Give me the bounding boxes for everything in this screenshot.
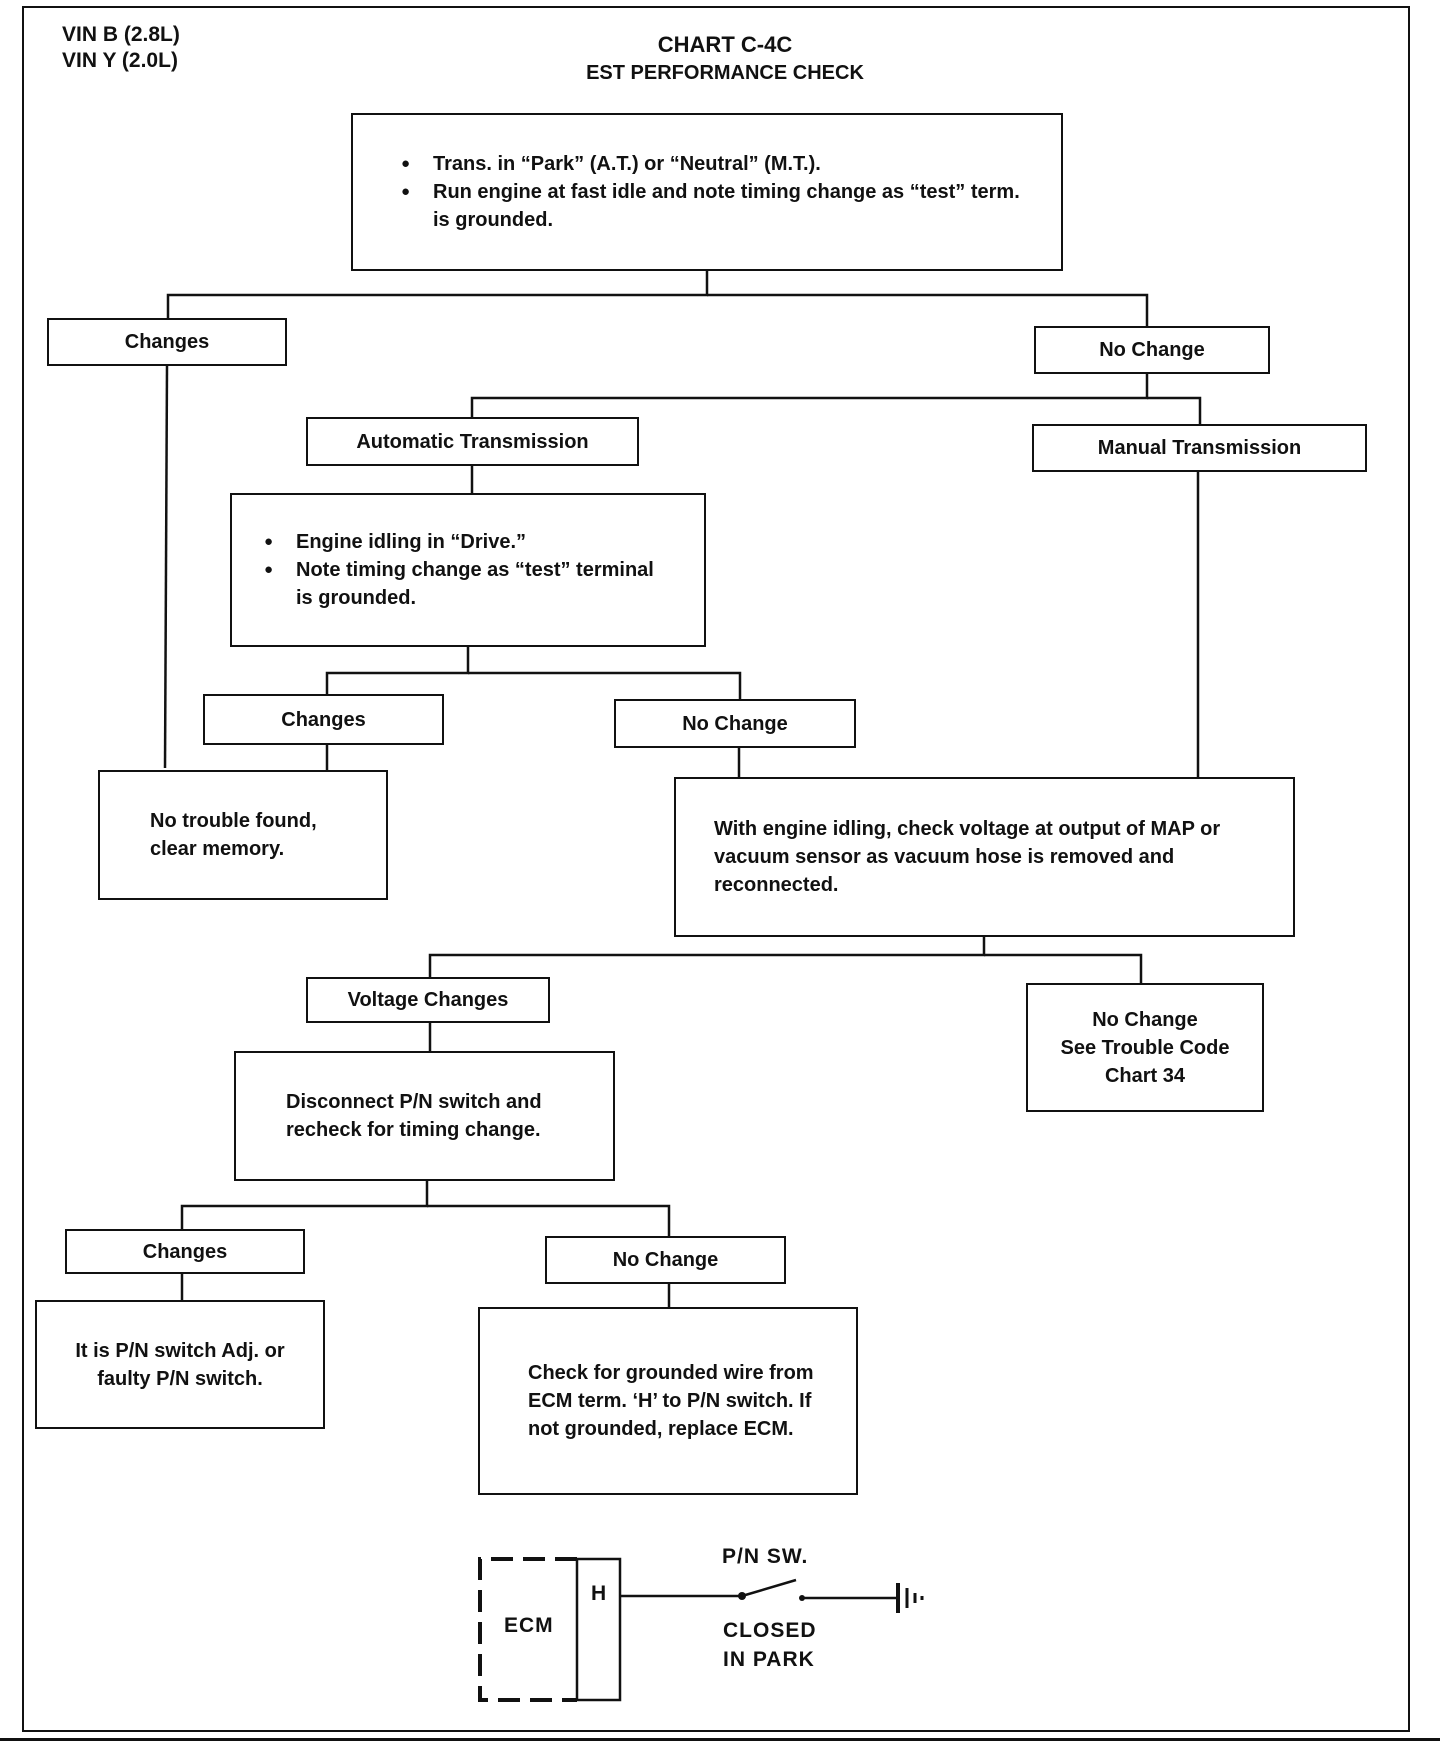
drive-check-box: Engine idling in “Drive.” Note timing ch… xyxy=(230,493,706,647)
no-change-box-1: No Change xyxy=(1034,326,1270,374)
switch-state-label: CLOSED IN PARK xyxy=(723,1616,817,1674)
step-bullet: Engine idling in “Drive.” xyxy=(262,528,674,556)
voltage-changes-box: Voltage Changes xyxy=(306,977,550,1023)
grounded-wire-box: Check for grounded wire from ECM term. ‘… xyxy=(478,1307,858,1495)
step-bullet: Run engine at fast idle and note timing … xyxy=(399,178,1031,234)
step-bullet: Note timing change as “test” terminal is… xyxy=(262,556,674,612)
pn-disconnect-box: Disconnect P/N switch and recheck for ti… xyxy=(234,1051,615,1181)
connector xyxy=(325,647,470,694)
automatic-transmission-box: Automatic Transmission xyxy=(306,417,639,466)
connector xyxy=(1147,396,1202,424)
terminal-h-label: H xyxy=(591,1582,608,1605)
step-text: No Change xyxy=(1092,1008,1198,1031)
no-trouble-box: No trouble found, clear memory. xyxy=(98,770,388,900)
vin-line: VIN Y (2.0L) xyxy=(62,49,178,72)
step-text: Check for grounded wire from ECM term. ‘… xyxy=(528,1362,814,1440)
vin-label: VIN B (2.8L) VIN Y (2.0L) xyxy=(62,22,180,74)
ecm-label: ECM xyxy=(504,1614,554,1637)
vin-line: VIN B (2.8L) xyxy=(62,23,180,46)
chart-subtitle: EST PERFORMANCE CHECK xyxy=(586,62,864,84)
pn-switch-label: P/N SW. xyxy=(722,1545,809,1568)
changes-box-2: Changes xyxy=(203,694,444,745)
switch-state-line: IN PARK xyxy=(723,1648,815,1671)
step-text: No trouble found, clear memory. xyxy=(150,810,317,860)
connector xyxy=(468,671,742,699)
connector xyxy=(470,374,1149,417)
terminal-block xyxy=(575,1557,622,1702)
changes-box-3: Changes xyxy=(65,1229,305,1274)
connector xyxy=(163,365,169,769)
bottom-rule xyxy=(0,1738,1440,1741)
step-text: It is P/N switch Adj. or faulty P/N swit… xyxy=(75,1339,285,1390)
pn-faulty-box: It is P/N switch Adj. or faulty P/N swit… xyxy=(35,1300,325,1429)
start-box: Trans. in “Park” (A.T.) or “Neutral” (M.… xyxy=(351,113,1063,271)
connector xyxy=(428,937,986,977)
step-bullet: Trans. in “Park” (A.T.) or “Neutral” (M.… xyxy=(399,150,1031,178)
map-check-box: With engine idling, check voltage at out… xyxy=(674,777,1295,937)
step-text: Disconnect P/N switch and recheck for ti… xyxy=(286,1091,542,1141)
switch-blade xyxy=(741,1578,797,1598)
connector xyxy=(984,953,1143,983)
step-text: With engine idling, check voltage at out… xyxy=(714,818,1221,896)
no-change-box-3: No Change xyxy=(545,1236,786,1284)
no-change-trouble-code-box: No Change See Trouble Code Chart 34 xyxy=(1026,983,1264,1112)
page-frame xyxy=(22,6,1410,1732)
step-text: Chart 34 xyxy=(1104,1064,1186,1087)
no-change-box-2: No Change xyxy=(614,699,856,748)
switch-state-line: CLOSED xyxy=(723,1619,817,1642)
connector xyxy=(427,1204,671,1236)
connector xyxy=(166,271,709,318)
manual-transmission-box: Manual Transmission xyxy=(1032,424,1367,472)
connector xyxy=(707,293,1149,326)
ecm-housing-dashed xyxy=(478,1557,577,1702)
step-text: See Trouble Code xyxy=(1060,1036,1230,1059)
changes-box-1: Changes xyxy=(47,318,287,366)
connector xyxy=(180,1181,429,1229)
chart-title: CHART C-4C xyxy=(657,32,793,57)
pn-switch-schematic xyxy=(478,1557,924,1702)
